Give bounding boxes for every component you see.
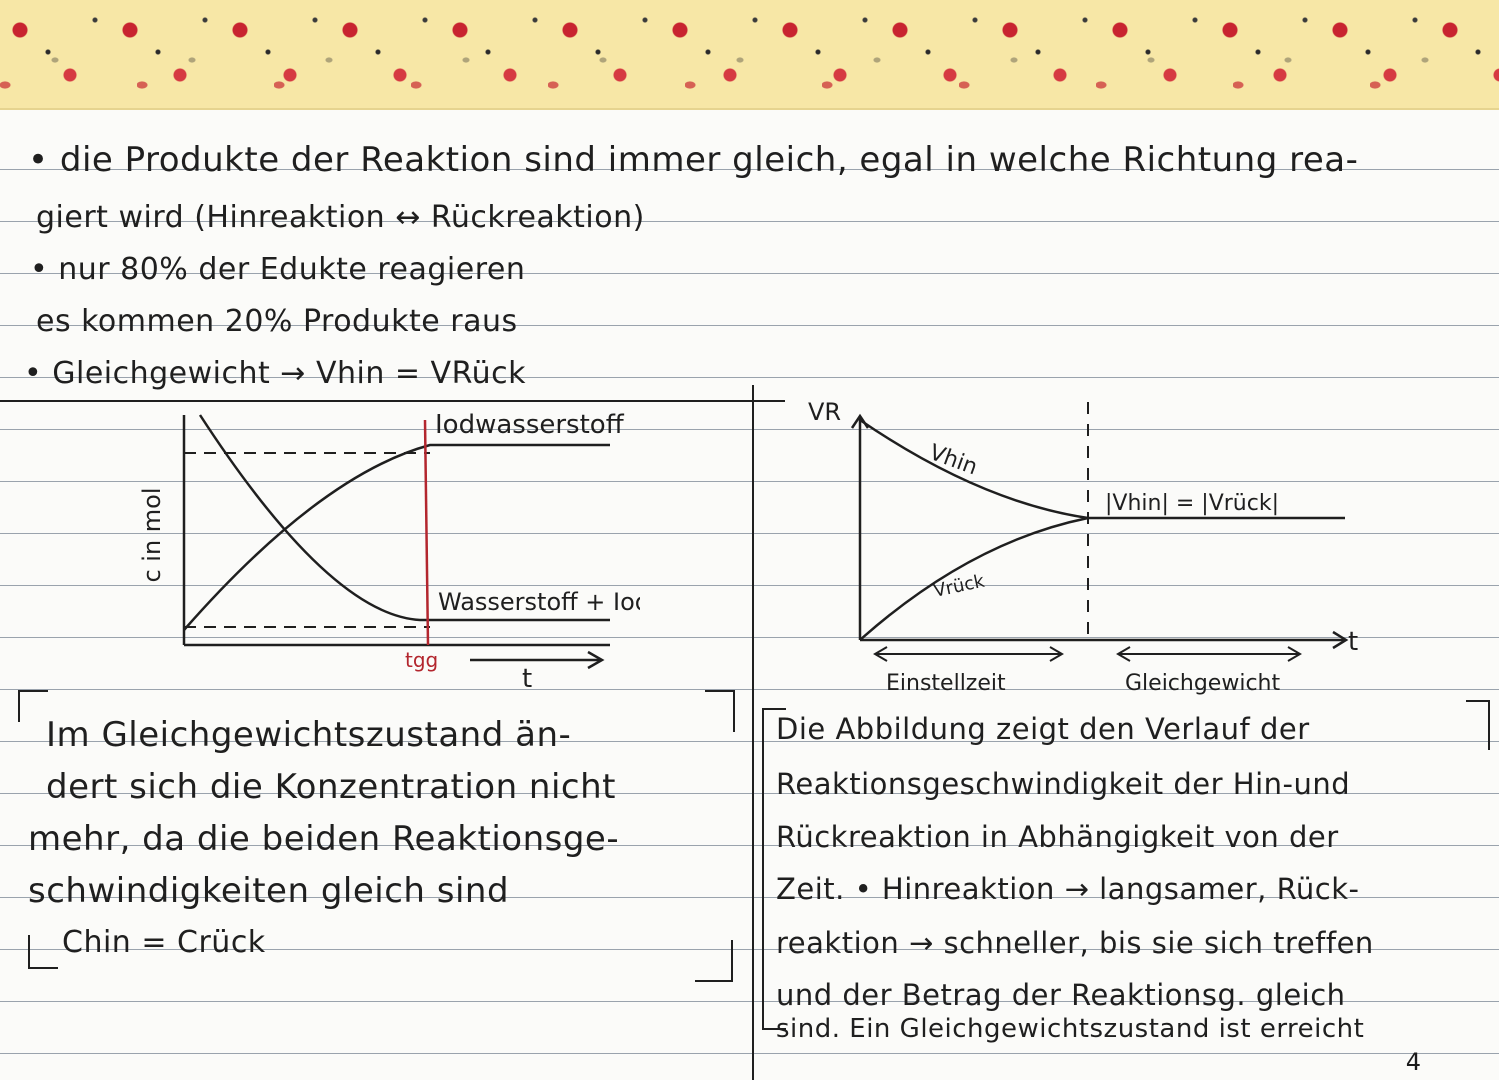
- note-line-5: • Gleichgewicht → Vhin = VRück: [24, 356, 526, 391]
- box-right-bracket-top-right: [1466, 700, 1490, 750]
- wasserstoff-iod-label: Wasserstoff + Iod: [438, 588, 640, 616]
- box-right-bracket-left: [762, 708, 786, 1030]
- explanation-right-line-4: Zeit. • Hinreaktion → langsamer, Rück-: [776, 872, 1360, 906]
- explanation-left-line-4: schwindigkeiten gleich sind: [28, 871, 510, 911]
- gleichgewicht-arrow-heads: [1116, 646, 1302, 662]
- page-number: 4: [1405, 1048, 1421, 1076]
- section-divider-vertical: [752, 385, 754, 1080]
- floral-tape-decoration: [0, 0, 1499, 110]
- concentration-chart: c in mol Iodwasserstoff Wasserstoff + Io…: [138, 410, 640, 690]
- box-corner-bottom-right: [695, 940, 733, 982]
- explanation-left-line-3: mehr, da die beiden Reaktionsge-: [28, 819, 620, 859]
- einstellzeit-arrow-heads: [873, 646, 1064, 662]
- explanation-right-line-6: und der Betrag der Reaktionsg. gleich: [776, 978, 1346, 1012]
- explanation-right-line-5: reaktion → schneller, bis sie sich treff…: [776, 926, 1374, 960]
- explanation-right-line-3: Rückreaktion in Abhängigkeit von der: [776, 820, 1339, 854]
- explanation-right-line-2: Reaktionsgeschwindigkeit der Hin-und: [776, 767, 1351, 801]
- explanation-right-line-1: Die Abbildung zeigt den Verlauf der: [776, 712, 1310, 746]
- note-line-2: giert wird (Hinreaktion ↔ Rückreaktion): [36, 200, 645, 235]
- y-axis-label: VR: [808, 398, 841, 426]
- note-line-3: • nur 80% der Edukte reagieren: [30, 252, 526, 287]
- x-axis-arrow-head: [1332, 630, 1349, 650]
- explanation-left-line-5: Chin = Crück: [62, 925, 266, 960]
- iodwasserstoff-curve: [183, 443, 610, 631]
- iodwasserstoff-label: Iodwasserstoff: [435, 410, 625, 440]
- equilibrium-time-line: [423, 419, 430, 646]
- section-divider-horizontal: [0, 400, 785, 402]
- wasserstoff-iod-curve: [198, 414, 610, 622]
- v-rueck-label: Vrück: [932, 571, 987, 602]
- time-arrow-head: [587, 650, 605, 670]
- y-axis-label: c in mol: [138, 487, 166, 582]
- equal-rates-label: |Vhin| = |Vrück|: [1105, 491, 1279, 516]
- ruled-lines: [0, 118, 1499, 1080]
- rate-chart: VR Vhin Vrück |Vhin| = |Vrück| t Einstel…: [808, 398, 1358, 696]
- gleichgewicht-label: Gleichgewicht: [1125, 671, 1280, 696]
- explanation-left-line-2: dert sich die Konzentration nicht: [46, 767, 616, 807]
- note-line-1: • die Produkte der Reaktion sind immer g…: [28, 140, 1359, 180]
- explanation-right-line-7: sind. Ein Gleichgewichtszustand ist erre…: [776, 1014, 1365, 1044]
- v-hin-curve: [859, 418, 1345, 520]
- x-axis-label: t: [522, 664, 532, 690]
- x-axis-label: t: [1348, 627, 1358, 657]
- box-corner-top-left: [18, 690, 48, 722]
- box-corner-top-right: [705, 690, 735, 732]
- einstellzeit-label: Einstellzeit: [886, 671, 1006, 696]
- v-rueck-curve: [859, 516, 1089, 641]
- explanation-left-line-1: Im Gleichgewichtszustand än-: [46, 715, 572, 755]
- box-corner-bottom-left: [28, 935, 58, 969]
- note-line-4: es kommen 20% Produkte raus: [36, 304, 518, 339]
- t-gg-label: tgg: [405, 648, 438, 672]
